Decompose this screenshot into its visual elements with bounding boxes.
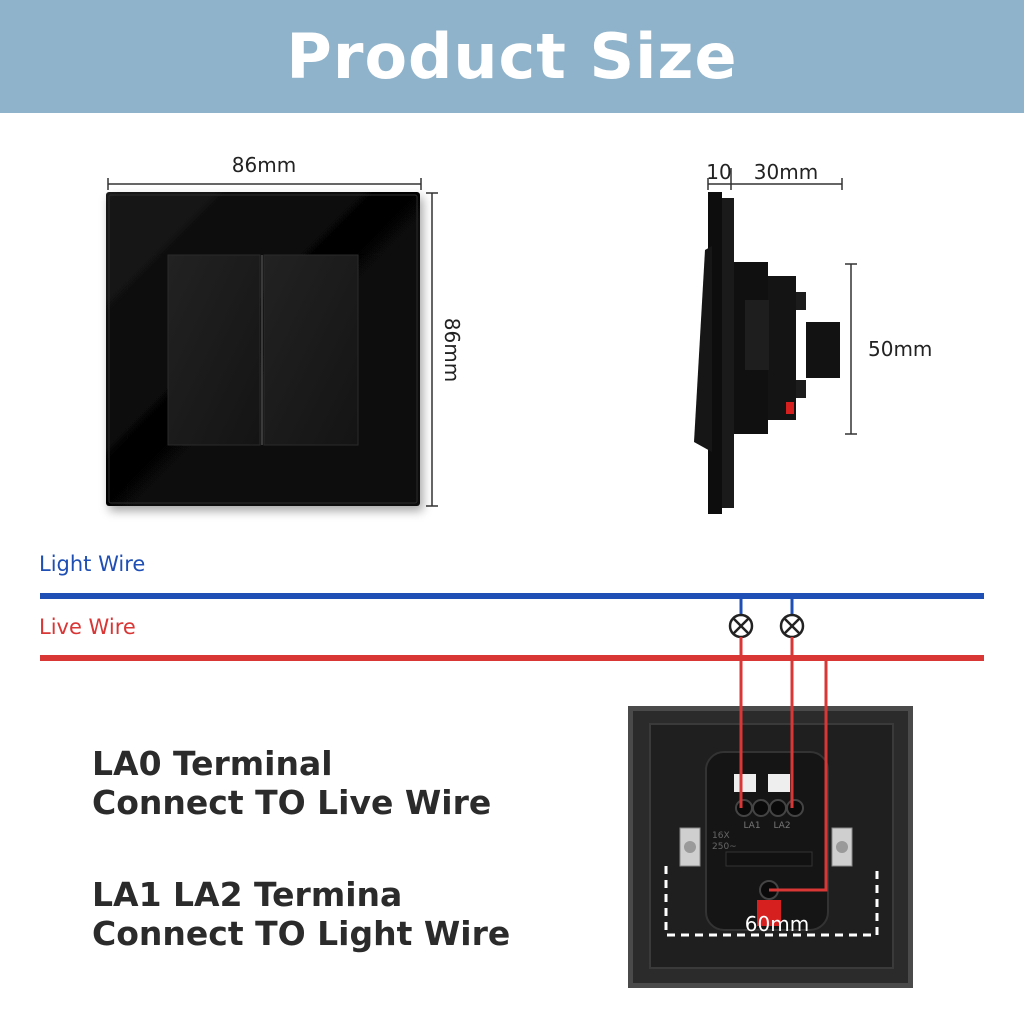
instruction-la1-la2-detail: Connect TO Light Wire [92,914,511,953]
rating-label-1: 16X [712,831,730,841]
right-rocker-key [263,254,359,446]
la2-terminal-label: LA2 [773,821,790,831]
side-depth-label: 30mm [754,160,818,184]
side-rocker-profile [694,246,712,452]
lamp-1-icon [728,613,754,639]
live-wire-label: Live Wire [39,615,136,639]
instruction-la0: LA0 Terminal Connect TO Live Wire [92,744,491,822]
instruction-la1-la2-title: LA1 LA2 Termina [92,875,403,914]
left-screw-terminal [679,827,701,867]
front-height-label: 86mm [440,318,464,382]
live-to-la0-wire [769,658,828,892]
wiring: Light Wire Live Wire [39,552,984,661]
light-wire-label: Light Wire [39,552,145,576]
right-screw-terminal [831,827,853,867]
back-width-label: 60mm [745,912,809,936]
page-title: Product Size [286,20,738,93]
back-width-dimension-outline [664,866,879,937]
side-height-label: 50mm [868,337,932,361]
left-rocker-key [167,254,261,446]
instruction-la0-title: LA0 Terminal [92,744,333,783]
front-view: 86mm 86mm [106,153,464,507]
side-red-terminal [786,402,794,414]
switch-module [705,751,829,931]
la2-release-tab [768,774,790,792]
back-view: LA1 LA2 16X 250~ 60mm [628,637,913,988]
la1-release-tab [734,774,756,792]
instruction-la0-detail: Connect TO Live Wire [92,783,492,822]
instruction-la1-la2: LA1 LA2 Termina Connect TO Light Wire [92,875,510,953]
la0-red-release [757,900,781,926]
la1-terminal-label: LA1 [743,821,760,831]
lamp-2-icon [779,613,805,639]
side-front-thickness-label: 10 [706,160,731,184]
rating-label-2: 250~ [712,842,737,852]
front-width-label: 86mm [232,153,296,177]
title-banner: Product Size [0,0,1024,113]
side-view: 10 30mm 50mm [694,160,932,514]
